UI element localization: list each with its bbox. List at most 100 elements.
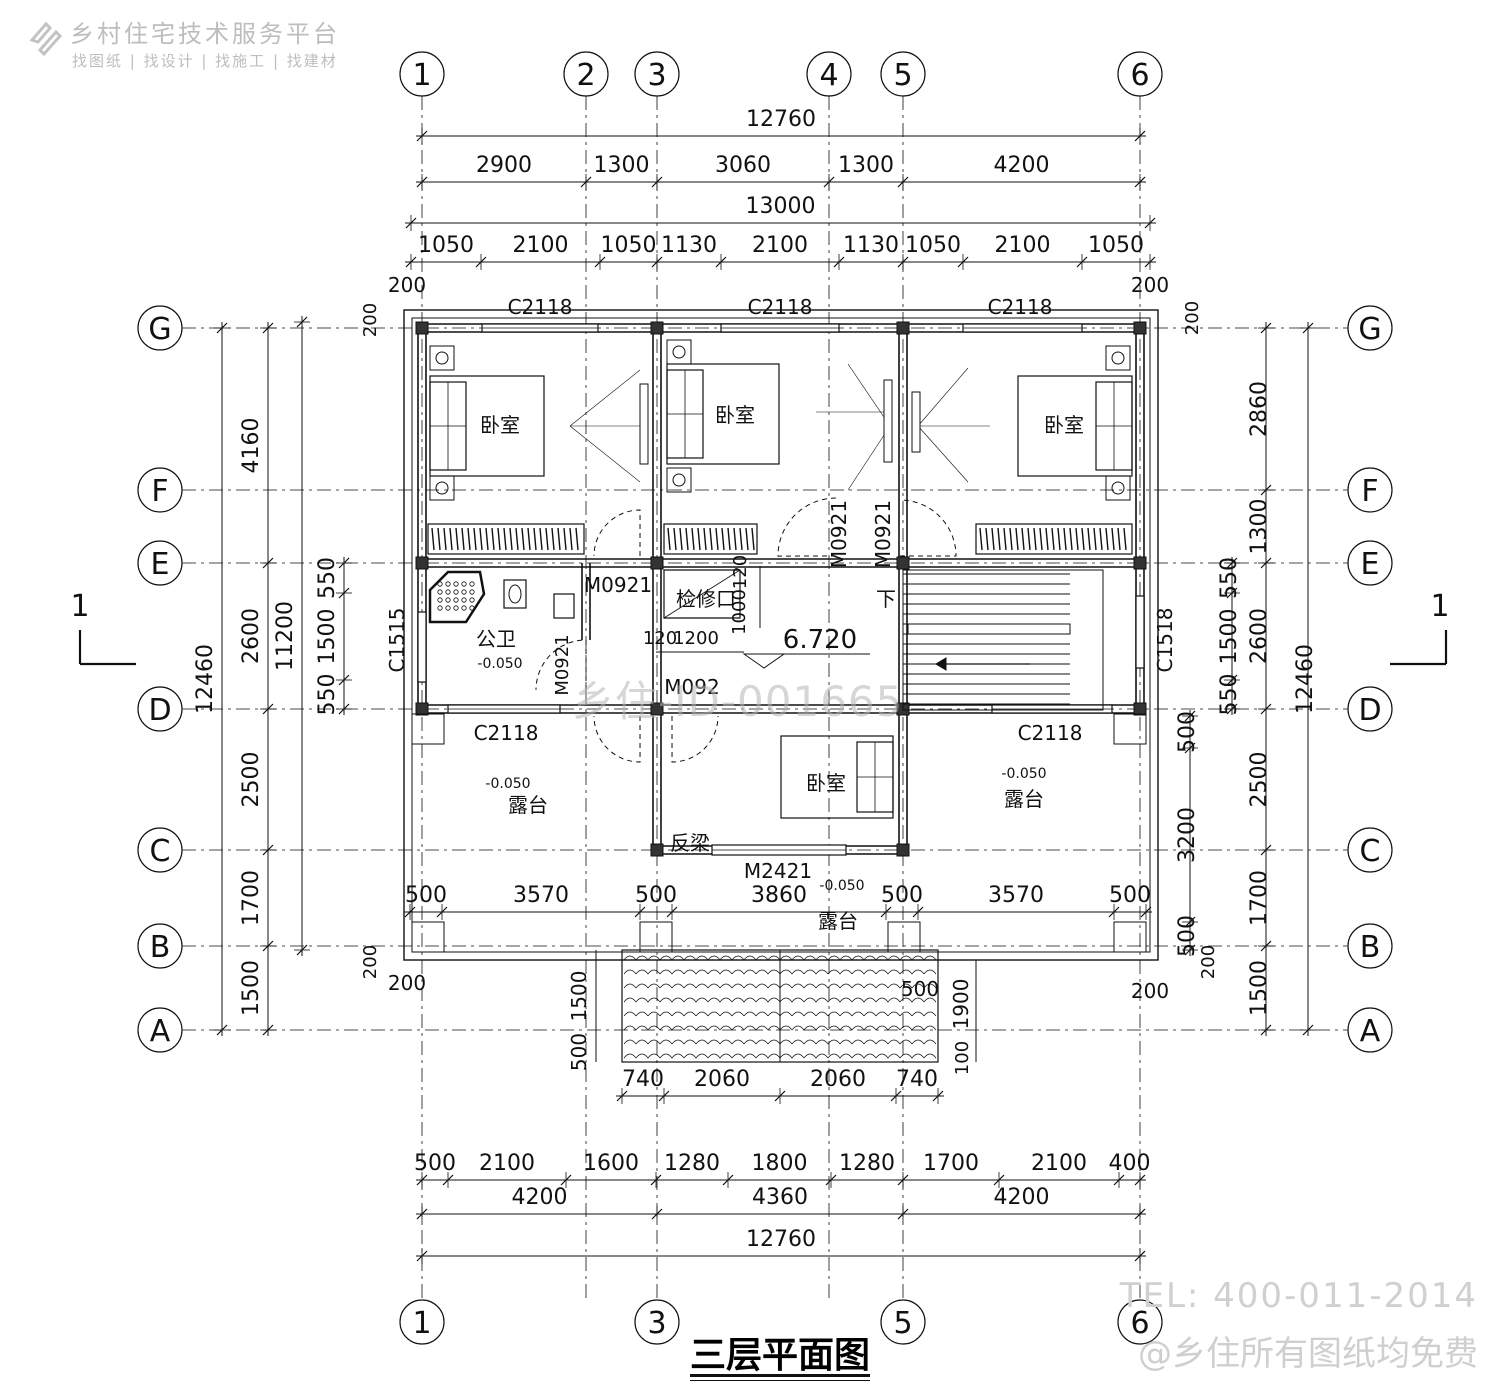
- column: [1133, 321, 1147, 335]
- tile-dot: [453, 597, 459, 603]
- wardrobe-hanger: [991, 527, 995, 551]
- step-tile: [815, 1039, 829, 1045]
- axis-bubble-left-D: [137, 686, 183, 732]
- window-label: C2118: [988, 295, 1053, 319]
- step-tile: [731, 983, 745, 989]
- window-c1518: [1135, 595, 1145, 669]
- step-tile: [731, 1039, 745, 1045]
- step-tile: [707, 969, 721, 975]
- wardrobe-hanger: [515, 527, 519, 551]
- wardrobe-hanger: [455, 527, 459, 551]
- step-tile: [803, 955, 817, 961]
- wardrobe-hanger: [1039, 527, 1043, 551]
- step-tile: [875, 1039, 889, 1045]
- ac-unit: [911, 391, 921, 453]
- step-tile: [815, 1011, 829, 1017]
- step-tile: [659, 1053, 673, 1059]
- wardrobe-hanger: [679, 527, 683, 551]
- step-tile: [887, 1011, 901, 1017]
- axis-bubble-right-D-label: D: [1358, 693, 1381, 728]
- step-tile: [731, 955, 745, 961]
- dim-top-row2-text: 2100: [995, 233, 1051, 258]
- wardrobe-hanger: [1051, 527, 1055, 551]
- tile-dot: [437, 589, 443, 595]
- step-tile: [647, 1011, 661, 1017]
- step-tile: [851, 997, 865, 1003]
- step-tile: [899, 983, 913, 989]
- column: [1133, 702, 1147, 716]
- step-tile: [623, 969, 637, 975]
- tile-dot: [453, 589, 459, 595]
- brand-subtitle: 找图纸 | 找设计 | 找施工 | 找建材: [72, 52, 338, 70]
- step-tile: [851, 955, 865, 961]
- step-tile: [683, 997, 697, 1003]
- terrace-post: [411, 713, 445, 745]
- step-tile: [923, 969, 937, 975]
- dim-steps-row-text: 2060: [694, 1067, 750, 1092]
- step-tile: [767, 1053, 781, 1059]
- step-tile: [647, 955, 661, 961]
- step-tile: [635, 969, 649, 975]
- step-tile: [755, 969, 769, 975]
- dim-corner-bl: 200: [388, 971, 426, 995]
- step-tile: [839, 1039, 853, 1045]
- step-tile: [755, 1053, 769, 1059]
- door-swing: [593, 509, 641, 557]
- tile-dot: [437, 581, 443, 587]
- step-tile: [647, 983, 661, 989]
- tile-dot: [445, 605, 451, 611]
- terrace-left-elev: -0.050: [485, 776, 530, 792]
- step-tile: [659, 1025, 673, 1031]
- step-tile: [791, 969, 805, 975]
- dim-top-row1-text: 4200: [994, 153, 1050, 178]
- step-tile: [707, 997, 721, 1003]
- step-tile: [647, 997, 661, 1003]
- step-tile: [635, 1053, 649, 1059]
- nightstand: [1105, 345, 1131, 371]
- axis-bubble-right-A-label: A: [1360, 1014, 1381, 1049]
- step-tile: [707, 955, 721, 961]
- dim-bottom-row1-text: 2100: [479, 1151, 535, 1176]
- wardrobe-hanger: [449, 527, 453, 551]
- step-tile: [779, 983, 793, 989]
- step-tile: [731, 997, 745, 1003]
- axis-bubble-right-G-label: G: [1358, 312, 1381, 347]
- column: [1133, 556, 1147, 570]
- step-tile: [815, 983, 829, 989]
- step-tile: [803, 997, 817, 1003]
- dim-corner-200-rb: 200: [1198, 945, 1219, 979]
- step-tile: [695, 955, 709, 961]
- axis-bubble-bottom-6-label: 6: [1130, 1306, 1149, 1341]
- step-tile: [671, 955, 685, 961]
- step-tile: [791, 955, 805, 961]
- dim-right-inner-text: 550: [1217, 557, 1242, 599]
- wardrobe-hanger: [461, 527, 465, 551]
- step-tile: [647, 1039, 661, 1045]
- step-tile: [755, 983, 769, 989]
- dim-top-row2-text: 1130: [843, 233, 899, 258]
- dim-steps-row-text: 2060: [810, 1067, 866, 1092]
- axis-bubble-left-C-label: C: [150, 834, 171, 869]
- dim-bottom-row2-text: 4200: [994, 1185, 1050, 1210]
- hatch-dim: 1000: [729, 589, 750, 635]
- dim-bottom-row1-text: 1700: [923, 1151, 979, 1176]
- dim-corner-br: 200: [1131, 979, 1169, 1003]
- column: [650, 321, 664, 335]
- dim-top-row2-text: 1130: [661, 233, 717, 258]
- step-tile: [863, 983, 877, 989]
- column: [415, 321, 429, 335]
- axis-bubble-right-B: [1347, 923, 1393, 969]
- wardrobe-hanger: [733, 527, 737, 551]
- step-tile: [815, 1053, 829, 1059]
- axis-bubble-right-E: [1347, 540, 1393, 586]
- axis-bubble-bottom-1-label: 1: [412, 1306, 431, 1341]
- wardrobe-hanger: [1099, 527, 1103, 551]
- step-tile: [815, 955, 829, 961]
- room-bedroom-4: 卧室: [806, 771, 846, 795]
- axis-bubble-top-6: [1117, 51, 1163, 97]
- lamp-icon: [435, 351, 449, 365]
- terrace-right-label: 露台: [1004, 787, 1044, 811]
- step-tile: [923, 983, 937, 989]
- dim-left-segments-text: 4160: [239, 418, 264, 474]
- axis-bubble-right-F: [1347, 467, 1393, 513]
